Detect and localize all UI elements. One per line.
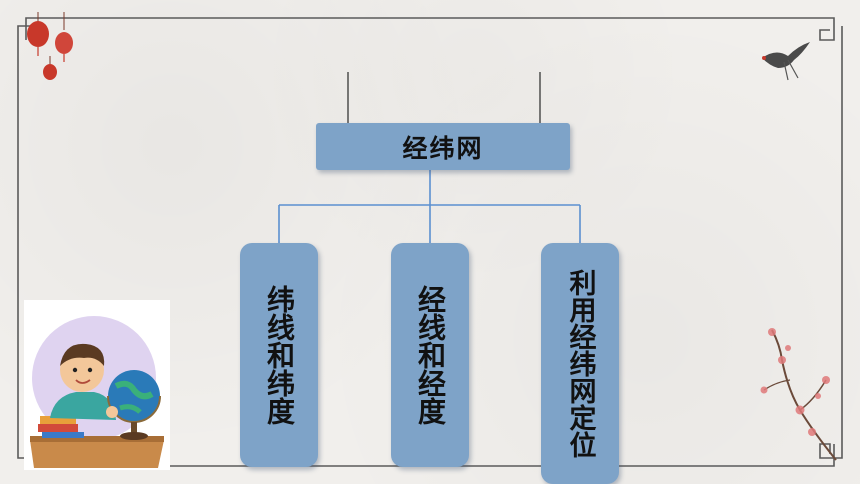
child-node-longitude: 经线和经度 [391,243,469,467]
crane-icon [762,42,810,81]
boy-with-globe-illustration [24,300,170,470]
plum-blossom-icon [760,328,837,461]
root-node-label: 经纬网 [402,133,484,163]
child-node-latitude: 纬线和纬度 [240,243,318,467]
lantern-icon [27,12,73,80]
child-node-grid-positioning: 利用经纬网定位 [541,243,619,484]
child-node-label: 利用经纬网定位 [564,269,596,458]
root-node: 经纬网 [316,123,570,170]
child-node-label: 纬线和纬度 [263,285,296,425]
child-node-label: 经线和经度 [414,285,447,425]
